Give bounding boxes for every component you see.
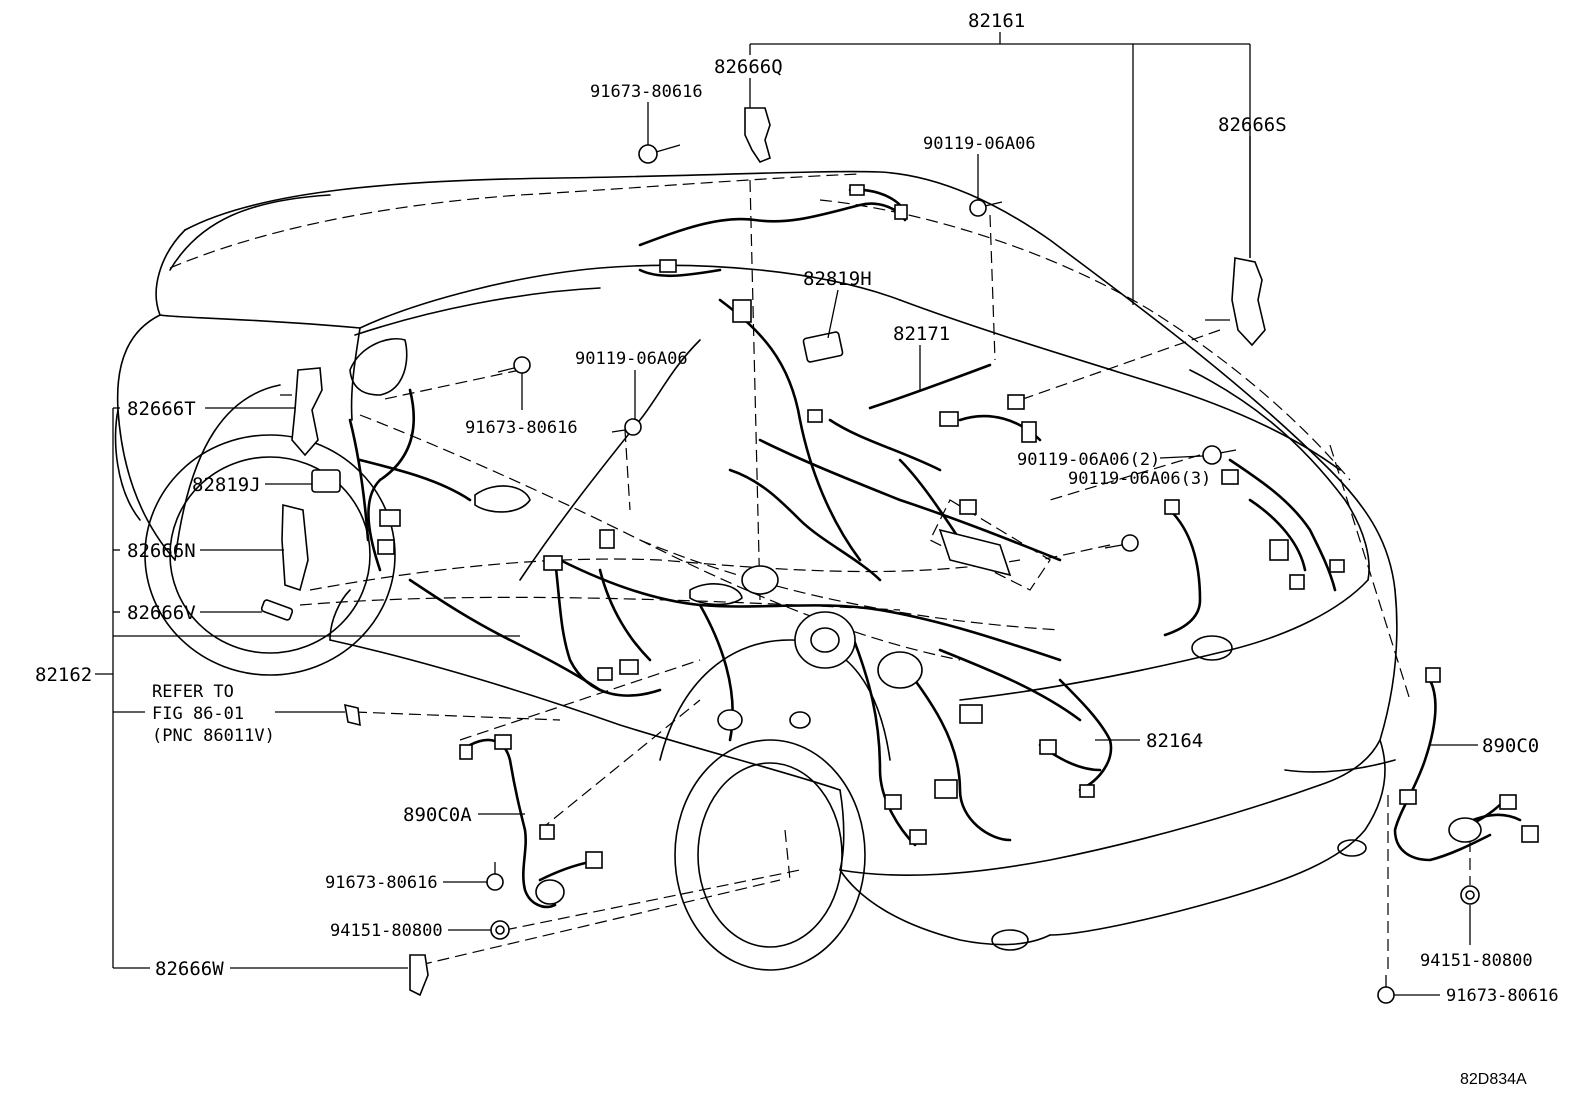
bolt-91673-br — [1377, 975, 1395, 1004]
relay-82819J — [311, 469, 341, 493]
label-82666N: 82666N — [127, 540, 196, 562]
label-leaders — [95, 32, 1478, 996]
bracket-82666T — [291, 367, 323, 457]
label-890C0A: 890C0A — [403, 804, 472, 826]
label-91673-br: 91673-80616 — [1446, 986, 1559, 1006]
label-82164: 82164 — [1146, 730, 1203, 752]
parts — [260, 107, 1539, 1004]
clip-86011V — [344, 703, 361, 727]
label-94151-bl: 94151-80800 — [330, 921, 443, 941]
label-82666W: 82666W — [155, 958, 224, 980]
label-90119-2: 90119-06A06(2) — [1017, 450, 1160, 470]
label-82171: 82171 — [893, 323, 950, 345]
part-labels: 82161 82666Q 91673-80616 82666S 90119-06… — [35, 10, 1559, 1088]
relay-82819H — [802, 331, 844, 363]
label-91673-bl: 91673-80616 — [325, 873, 438, 893]
nut-94151-br — [1460, 885, 1480, 905]
label-94151-br: 94151-80800 — [1420, 951, 1533, 971]
label-82819J: 82819J — [192, 474, 261, 496]
label-90119-3: 90119-06A06(3) — [1068, 469, 1211, 489]
label-82666V: 82666V — [127, 602, 196, 624]
label-90119-mid: 90119-06A06 — [575, 349, 688, 369]
wire-harness — [348, 188, 1522, 909]
label-82161: 82161 — [968, 10, 1025, 32]
bolt-90119-mid — [611, 418, 642, 436]
label-82819H: 82819H — [803, 268, 872, 290]
clip-90119-2 — [1202, 445, 1237, 465]
assembly-lines — [169, 173, 1471, 975]
nut-94151-bl — [490, 920, 510, 940]
bracket-82666Q — [744, 107, 771, 163]
clip-82666V — [260, 599, 294, 621]
label-890C0: 890C0 — [1482, 735, 1539, 757]
bracket-82666S — [1231, 257, 1266, 347]
label-82666Q: 82666Q — [714, 56, 783, 78]
label-91673-top: 91673-80616 — [590, 82, 703, 102]
label-82666T: 82666T — [127, 398, 196, 420]
bolt-91673-bl — [486, 862, 504, 891]
label-82666S: 82666S — [1218, 114, 1287, 136]
bracket-82666N — [281, 503, 309, 592]
bolt-top-left — [638, 144, 681, 164]
clip-82666W — [409, 954, 429, 997]
bolt-91673-mid — [497, 356, 531, 374]
label-refer-line1: REFER TO — [152, 682, 234, 702]
label-refer-line2: FIG 86-01 — [152, 704, 244, 724]
clip-90119-3 — [1104, 534, 1139, 552]
label-82162: 82162 — [35, 664, 92, 686]
label-refer-line3: (PNC 86011V) — [152, 726, 275, 746]
label-91673-mid: 91673-80616 — [465, 418, 578, 438]
diagram-code: 82D834A — [1460, 1071, 1527, 1088]
label-90119-top: 90119-06A06 — [923, 134, 1036, 154]
